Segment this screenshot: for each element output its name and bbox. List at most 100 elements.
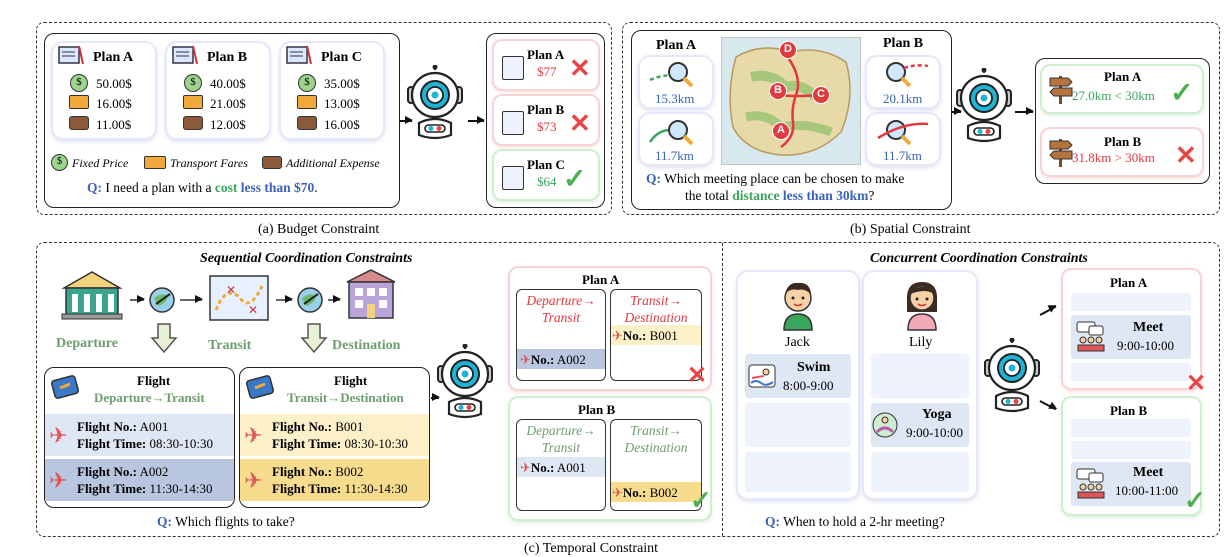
legend-extra-label: Additional Expense (286, 156, 380, 170)
magnifier-icon (648, 120, 694, 146)
dollar-coin-icon: $ (70, 74, 88, 92)
budget-transport-value: 21.00$ (210, 96, 246, 111)
col-header: Transit→ Destination (624, 293, 688, 325)
cross-icon: ✕ (1186, 371, 1207, 397)
boy-avatar-icon (783, 282, 813, 331)
time-slot (1071, 363, 1191, 381)
receipt-icon (502, 166, 524, 190)
wallet-icon (183, 116, 203, 130)
col-header: Departure→ Transit (526, 293, 596, 325)
node-label: Departure (56, 336, 118, 351)
flight-row-selected (240, 414, 429, 456)
flight-time: Flight Time: 08:30-10:30 (77, 436, 214, 451)
budget-question: Q: I need a plan with a cost less than $… (87, 180, 318, 195)
route-map-icon: ✕✕ (209, 275, 269, 321)
flight-chip-blue (517, 457, 605, 477)
budget-fixed-value: 35.00$ (324, 76, 360, 91)
time-slot (871, 452, 969, 492)
plane-icon: ✈ (612, 328, 623, 343)
flight-no: Flight No.: B002 (272, 464, 364, 479)
truck-icon (183, 95, 203, 109)
swim-icon (748, 364, 776, 388)
time-slot (871, 354, 969, 398)
cross-icon: ✕ (569, 109, 591, 138)
flight-box-title: Flight (137, 373, 171, 388)
plan-doc-icon (171, 44, 199, 66)
globe-plane-icon (149, 287, 175, 313)
result-plan-name: Plan A (1104, 69, 1142, 84)
flow-arrow (328, 295, 341, 303)
yoga-icon (872, 412, 898, 438)
flight-chip: ✈No.: B001 (612, 328, 678, 343)
spatial-plan-b-label: Plan B (883, 36, 924, 51)
signpost-icon (1049, 76, 1073, 104)
signpost-icon (1049, 139, 1073, 167)
plane-icon: ✈ (244, 423, 263, 448)
budget-extra-value: 16.00$ (324, 117, 360, 132)
map-pin-b: B (769, 82, 787, 100)
truck-icon (297, 95, 317, 109)
person-name: Lily (909, 335, 933, 350)
meeting-icon (1076, 321, 1105, 352)
result-distance: 27.0km < 30km (1072, 88, 1155, 103)
check-icon: ✓ (563, 164, 587, 195)
time-slot (1071, 419, 1191, 437)
robot-icon (983, 338, 1041, 413)
plane-icon: ✈ (49, 468, 68, 493)
magnifier-icon (877, 120, 929, 146)
check-icon: ✓ (690, 486, 712, 515)
result-plan-name: Plan B (1104, 134, 1142, 149)
ticket-icon (246, 375, 274, 399)
truck-icon (69, 95, 89, 109)
flight-row (240, 459, 429, 501)
node-label: Destination (332, 338, 401, 353)
budget-fixed-value: 50.00$ (96, 76, 132, 91)
check-icon: ✓ (1170, 78, 1194, 109)
flight-no: Flight No.: A001 (77, 419, 169, 434)
flow-arrow (468, 116, 485, 124)
time-slot (1071, 441, 1191, 459)
truck-icon (144, 156, 166, 169)
budget-caption: (a) Budget Constraint (258, 222, 380, 237)
robot-icon (955, 68, 1013, 143)
spatial-caption: (b) Spatial Constraint (850, 222, 971, 237)
meeting-icon (1076, 468, 1105, 499)
conc-plan-b-name: Plan B (1110, 403, 1148, 418)
magnifier-icon (886, 62, 929, 88)
flow-arrow (276, 295, 293, 303)
flow-arrow (400, 116, 413, 124)
map-pin-d: D (779, 41, 797, 59)
plan-doc-icon (285, 44, 313, 66)
cross-icon: ✕ (1175, 141, 1197, 170)
plane-icon: ✈ (49, 423, 68, 448)
building-icon (61, 271, 123, 320)
wallet-icon (297, 116, 317, 130)
budget-transport-value: 13.00$ (324, 96, 360, 111)
budget-plan-name: Plan C (321, 50, 362, 65)
flow-arrow (1015, 107, 1034, 115)
svg-text:✕: ✕ (226, 283, 236, 297)
seq-question: Q: Which flights to take? (157, 514, 295, 529)
result-price: $77 (537, 64, 557, 79)
conc-question: Q: When to hold a 2-hr meeting? (765, 514, 945, 529)
check-icon: ✓ (1184, 486, 1206, 515)
temporal-divider (722, 243, 723, 536)
temporal-caption: (c) Temporal Constraint (524, 541, 659, 556)
result-plan-name: Plan A (527, 47, 565, 62)
dollar-coin-icon: $ (51, 154, 68, 171)
time-slot (745, 403, 851, 447)
globe-plane-icon (297, 287, 323, 313)
flow-arrow (180, 295, 203, 303)
flight-chip: ✈No.: B002 (612, 485, 678, 500)
seq-plan-b-name: Plan B (578, 402, 616, 417)
spatial-question-line1: Q: Which meeting place can be chosen to … (646, 171, 905, 186)
legend-fixed-label: Fixed Price (72, 156, 129, 170)
result-price: $64 (537, 174, 557, 189)
budget-plan-name: Plan A (93, 50, 134, 65)
flight-time: Flight Time: 11:30-14:30 (77, 481, 213, 496)
meet-time: 9:00-10:00 (1117, 338, 1175, 353)
flow-arrow (431, 393, 440, 401)
flow-arrow (952, 107, 962, 115)
receipt-icon (502, 56, 524, 80)
result-plan-name: Plan B (527, 102, 565, 117)
